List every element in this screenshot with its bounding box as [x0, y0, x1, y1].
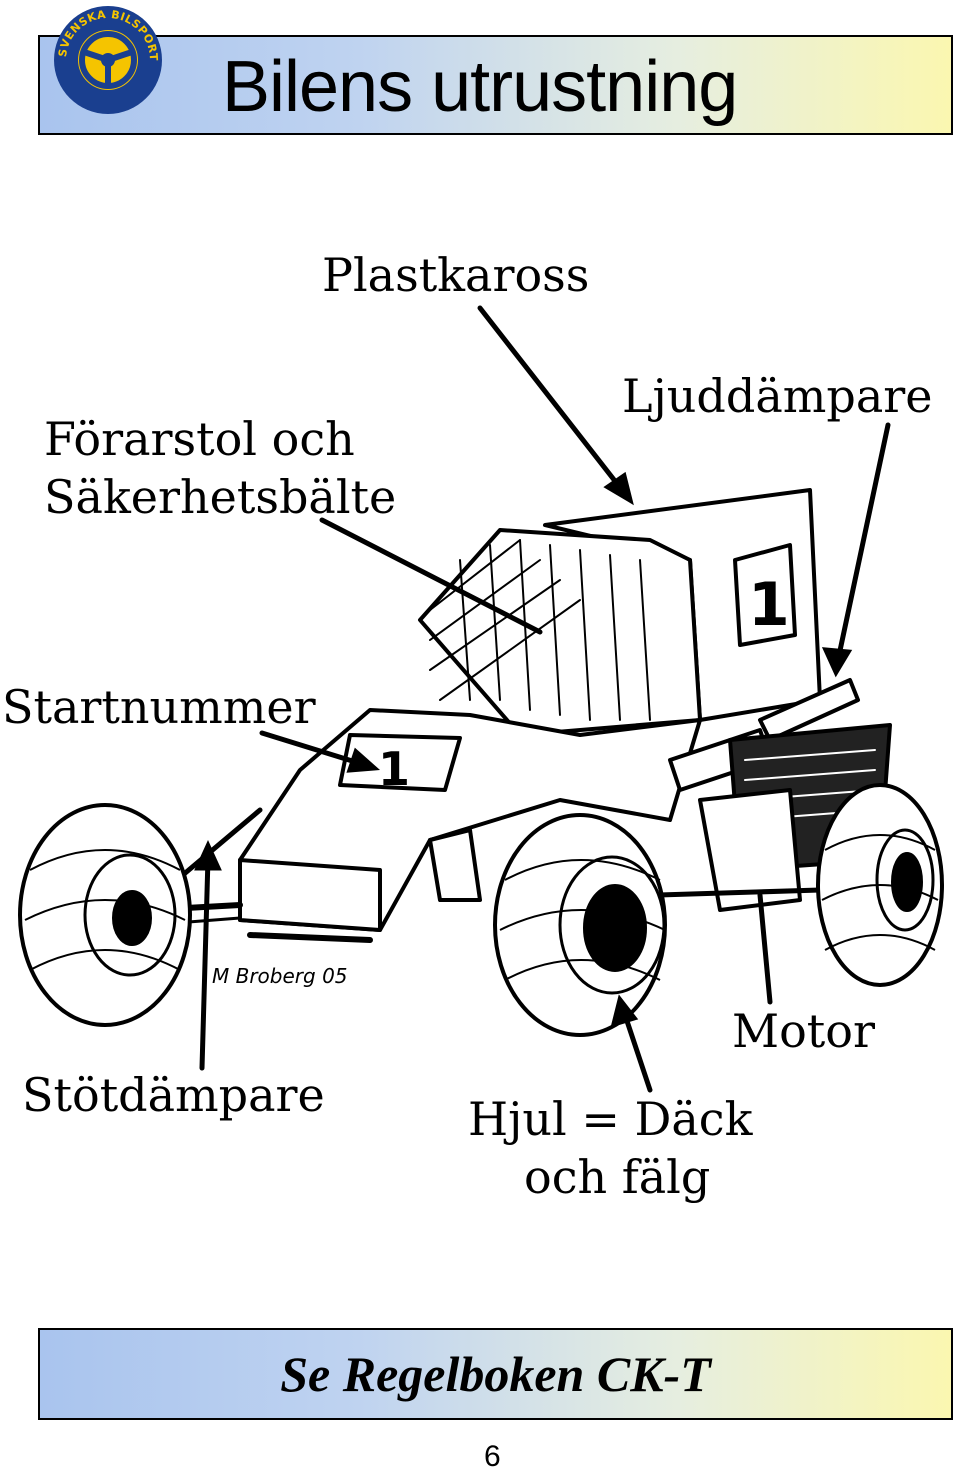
label-arrows: [194, 305, 891, 1093]
arrow-motor: [757, 892, 773, 1005]
label-startnummer: Startnummer: [2, 680, 316, 734]
label-forarstol-line1: Förarstol och: [44, 412, 355, 466]
arrow-plastkaross: [477, 305, 625, 493]
arrow-head: [821, 647, 853, 678]
label-hjul-line2: och fälg: [524, 1150, 711, 1204]
arrow-hjul: [621, 1009, 653, 1093]
arrow-ljuddampare: [835, 422, 891, 663]
arrow-head: [610, 994, 639, 1028]
side-number-panel: [733, 543, 797, 647]
footer-reference: Se Regelboken CK-T: [280, 1346, 711, 1402]
front-number: 1: [378, 742, 410, 796]
label-plastkaross: Plastkaross: [322, 248, 590, 302]
arrow-head: [194, 839, 222, 871]
label-forarstol-line2: Säkerhetsbälte: [44, 470, 397, 524]
header-banner: Bilens utrustning: [38, 35, 953, 135]
shock-absorber: [428, 828, 482, 902]
arrow-head: [603, 471, 634, 506]
arrow-stotdampare: [199, 855, 211, 1071]
steering-wheel-icon: [79, 31, 137, 89]
page-title: Bilens utrustning: [222, 47, 738, 127]
page-number: 6: [484, 1440, 501, 1473]
artist-signature: M Broberg 05: [212, 964, 348, 988]
footer-banner: Se Regelboken CK-T: [38, 1328, 953, 1420]
front-number-plate: [338, 733, 462, 792]
label-motor: Motor: [732, 1004, 875, 1058]
arrow-forarstol: [319, 517, 543, 635]
sbf-logo: SVENSKA BILSPORTFÖRBUNDET: [52, 4, 162, 114]
label-hjul-line1: Hjul = Däck: [468, 1092, 753, 1146]
arrow-head: [346, 747, 381, 773]
muffler: [758, 678, 860, 742]
arrow-startnummer: [259, 730, 365, 767]
label-ljuddampare: Ljuddämpare: [622, 369, 933, 423]
side-number: 1: [748, 570, 790, 640]
label-stotdampare: Stötdämpare: [22, 1068, 325, 1122]
